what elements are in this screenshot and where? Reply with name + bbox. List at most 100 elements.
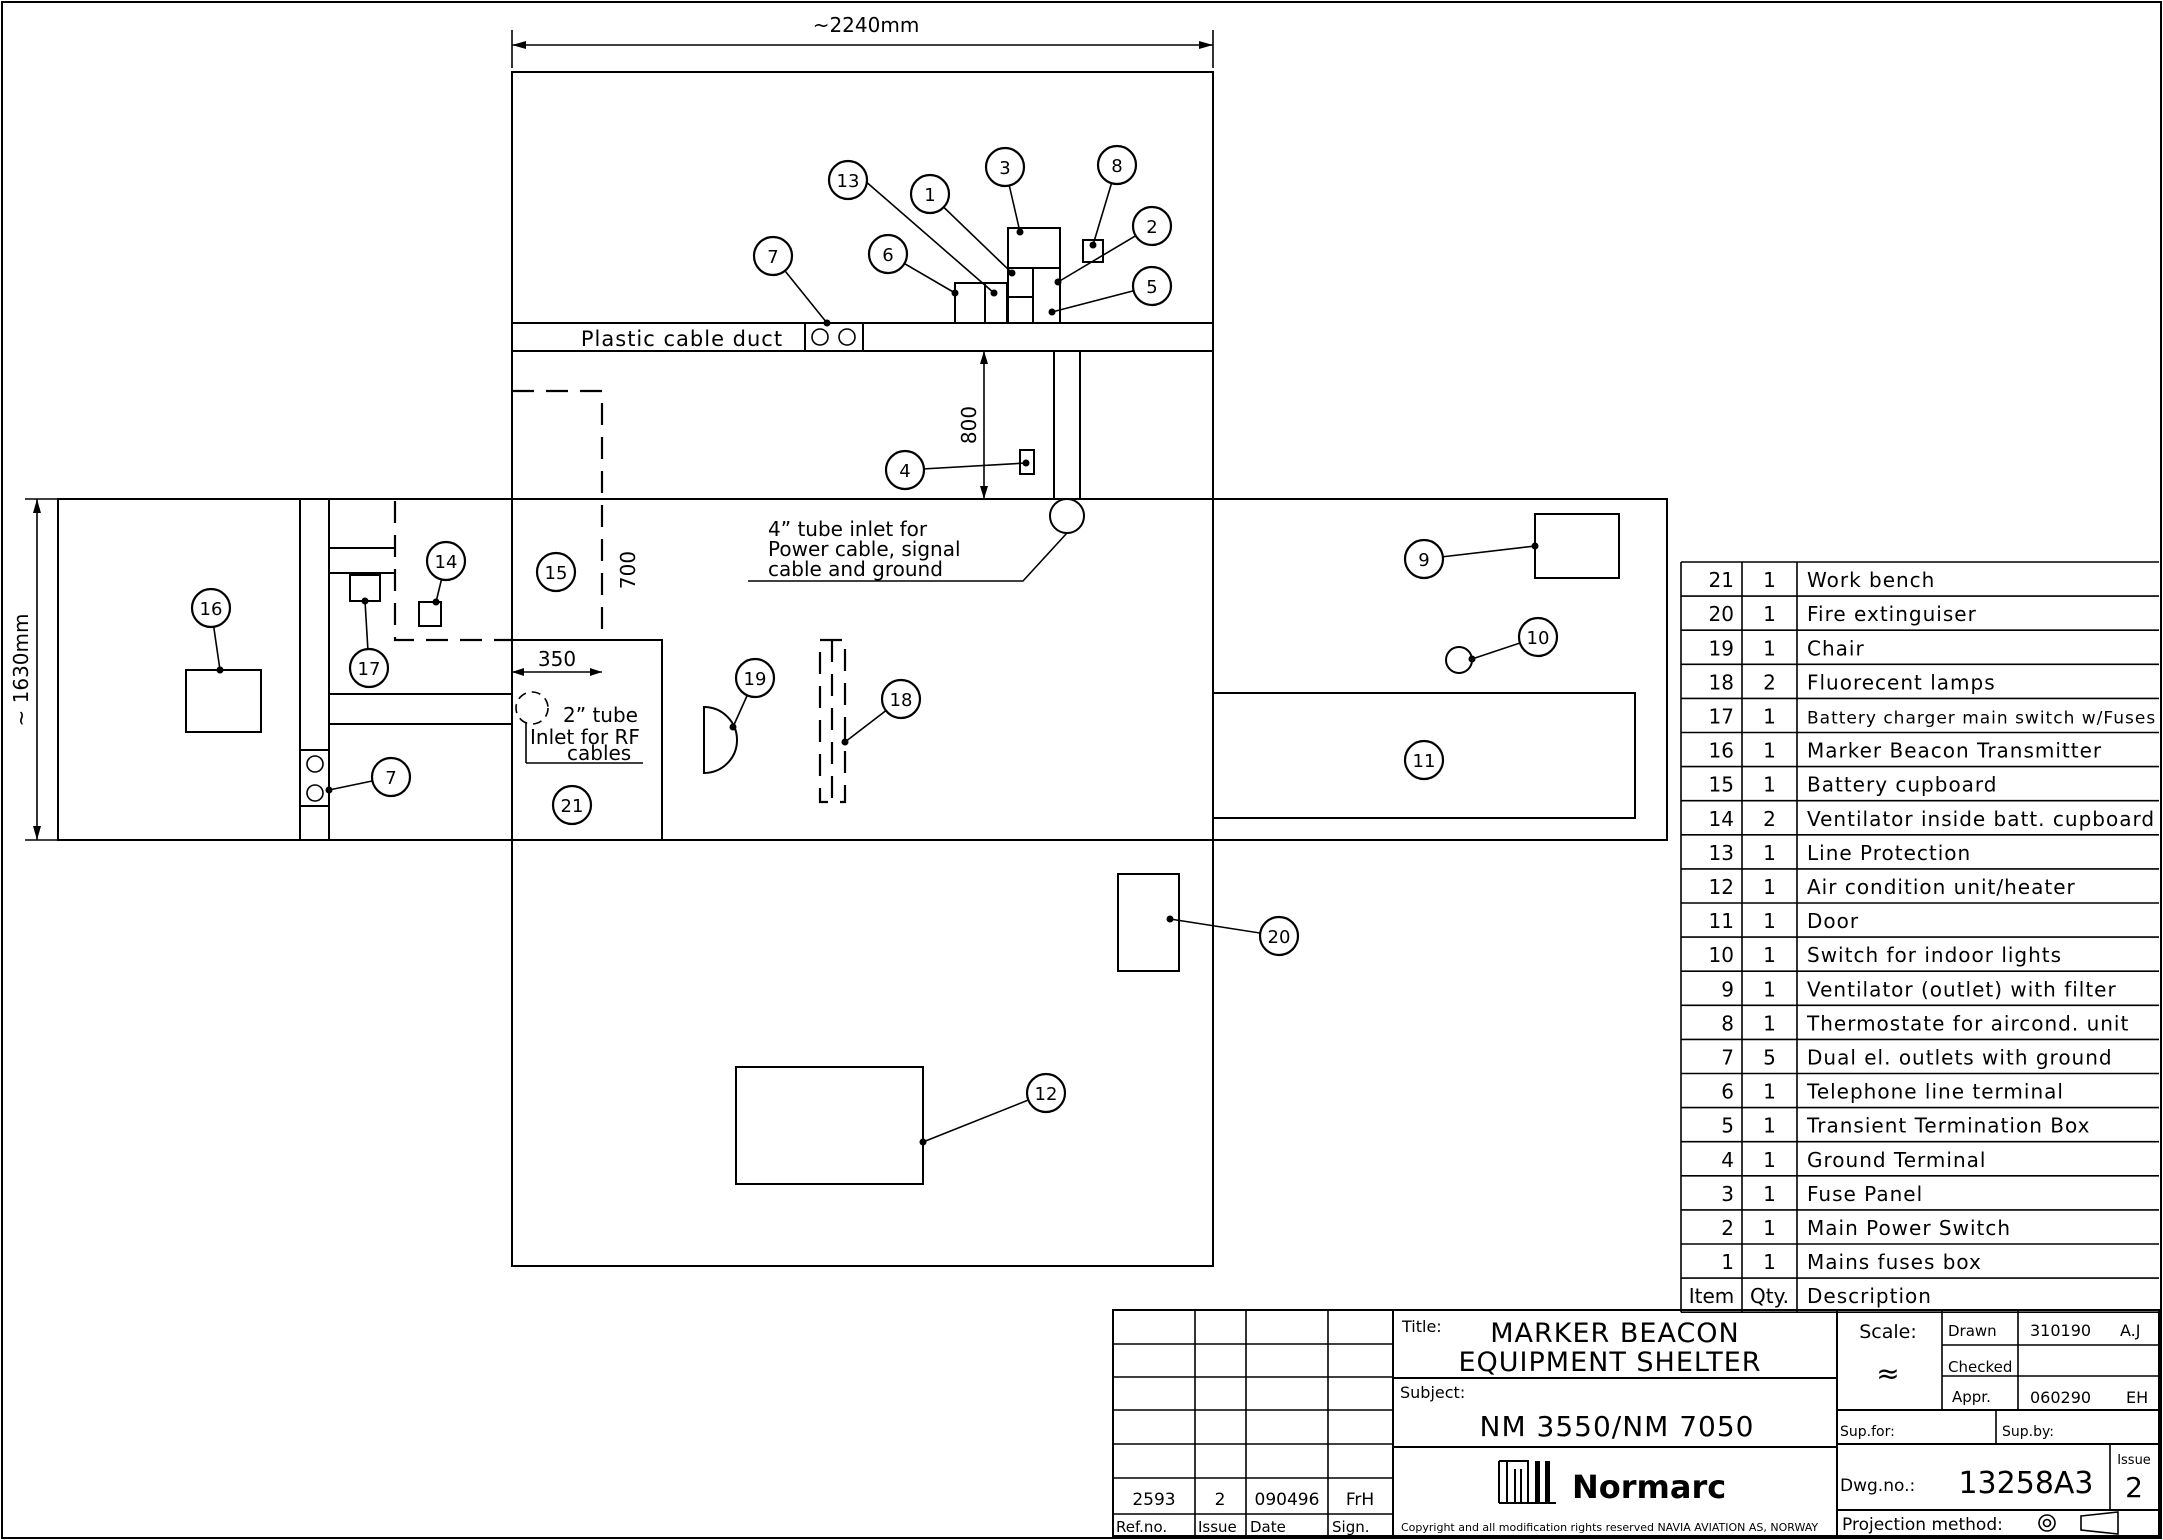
rev-issue-header: Issue xyxy=(1198,1518,1237,1536)
svg-text:4: 4 xyxy=(899,461,910,482)
parts-description: Battery charger main switch w/Fuses xyxy=(1807,709,2156,729)
callout-4: 4 xyxy=(884,449,1030,491)
dimension-350-label: 350 xyxy=(538,647,576,671)
shelter-outline xyxy=(57,71,1668,1267)
battery-charger-switch xyxy=(349,574,381,602)
parts-qty: 1 xyxy=(1763,841,1776,865)
rev-date-header: Date xyxy=(1250,1518,1286,1536)
power-tube-line3: cable and ground xyxy=(768,557,943,581)
rev-issue: 2 xyxy=(1215,1490,1226,1510)
parts-description: Fuse Panel xyxy=(1807,1182,1923,1206)
svg-text:21: 21 xyxy=(561,796,584,817)
parts-header-description: Description xyxy=(1807,1284,1932,1308)
parts-qty: 1 xyxy=(1763,1114,1776,1138)
parts-description: Line Protection xyxy=(1807,841,1971,865)
cable-duct-label: Plastic cable duct xyxy=(581,327,783,351)
title-line2: EQUIPMENT SHELTER xyxy=(1458,1347,1761,1378)
callout-6: 6 xyxy=(867,233,959,297)
ground-terminal xyxy=(1019,449,1035,475)
svg-text:7: 7 xyxy=(385,768,396,789)
rev-ref-header: Ref.no. xyxy=(1116,1518,1167,1536)
parts-qty: 1 xyxy=(1763,1011,1776,1035)
parts-description: Switch for indoor lights xyxy=(1807,943,2062,967)
tube-channel xyxy=(1049,351,1085,534)
parts-item-8: 8 xyxy=(1721,1011,1734,1035)
svg-text:20: 20 xyxy=(1268,927,1291,948)
fluorescent-lamps xyxy=(818,638,847,804)
parts-description: Fire extinguiser xyxy=(1807,602,1977,626)
callout-13: 13 xyxy=(827,159,998,297)
company-name: Normarc xyxy=(1572,1468,1726,1506)
work-bench xyxy=(512,639,663,840)
parts-qty: 1 xyxy=(1763,636,1776,660)
scale-label: Scale: xyxy=(1859,1321,1917,1343)
parts-qty: 1 xyxy=(1763,1080,1776,1104)
subject-label: Subject: xyxy=(1400,1383,1465,1402)
callout-5: 5 xyxy=(1048,265,1173,316)
callout-3: 3 xyxy=(984,146,1026,236)
parts-item-15: 15 xyxy=(1709,773,1734,797)
callout-14: 14 xyxy=(425,540,467,606)
checked-label: Checked xyxy=(1948,1358,2012,1376)
parts-description: Air condition unit/heater xyxy=(1807,875,2076,899)
parts-item-9: 9 xyxy=(1721,977,1734,1001)
parts-item-2: 2 xyxy=(1721,1216,1734,1240)
parts-description: Battery cupboard xyxy=(1807,773,1998,797)
rf-tube-inlet: 2” tube Inlet for RF cables xyxy=(515,691,643,765)
ventilator-outlet xyxy=(1534,513,1620,579)
parts-item-11: 11 xyxy=(1709,909,1734,933)
parts-item-19: 19 xyxy=(1709,636,1734,660)
svg-text:14: 14 xyxy=(435,552,458,573)
parts-qty: 2 xyxy=(1763,670,1776,694)
parts-item-16: 16 xyxy=(1709,739,1734,763)
callout-21: 21 xyxy=(551,784,593,826)
callout-7-left: 7 xyxy=(325,756,412,798)
svg-text:9: 9 xyxy=(1418,550,1429,571)
callout-8: 8 xyxy=(1089,144,1138,249)
parts-item-14: 14 xyxy=(1709,807,1734,831)
parts-item-18: 18 xyxy=(1709,670,1734,694)
parts-description: Dual el. outlets with ground xyxy=(1807,1046,2113,1070)
svg-text:7: 7 xyxy=(767,247,778,268)
parts-item-10: 10 xyxy=(1709,943,1734,967)
scale-value: ≈ xyxy=(1876,1357,1899,1390)
fire-extinguisher xyxy=(1117,873,1180,972)
battery-ventilator xyxy=(418,601,442,627)
parts-item-3: 3 xyxy=(1721,1182,1734,1206)
door xyxy=(1213,692,1636,819)
callout-11: 11 xyxy=(1403,739,1445,781)
title-label: Title: xyxy=(1401,1317,1442,1336)
appr-date: 060290 xyxy=(2030,1388,2091,1407)
parts-item-20: 20 xyxy=(1709,602,1734,626)
projection-symbol-icon xyxy=(2038,1511,2119,1535)
parts-item-17: 17 xyxy=(1709,705,1734,729)
parts-description: Chair xyxy=(1807,636,1865,660)
height-dimension: ~ 1630mm xyxy=(9,498,60,841)
supfor-label: Sup.for: xyxy=(1840,1424,1895,1440)
dwgno-label: Dwg.no.: xyxy=(1840,1476,1915,1496)
issue-label: Issue xyxy=(2117,1453,2151,1468)
power-tube-note: 4” tube inlet for Power cable, signal ca… xyxy=(748,517,1068,582)
callout-12: 12 xyxy=(919,1072,1067,1146)
parts-qty: 1 xyxy=(1763,943,1776,967)
parts-description: Work bench xyxy=(1807,568,1935,592)
dimension-800-label: 800 xyxy=(957,406,981,444)
parts-qty: 2 xyxy=(1763,807,1776,831)
parts-description: Door xyxy=(1807,909,1859,933)
svg-text:8: 8 xyxy=(1111,156,1122,177)
left-wing-equipment xyxy=(185,499,512,840)
dimension-350: 350 xyxy=(512,647,602,676)
parts-description: Ventilator (outlet) with filter xyxy=(1807,977,2117,1001)
title-block: 2593 2 090496 FrH Ref.no. Issue Date Sig… xyxy=(1112,1309,2160,1537)
parts-qty: 1 xyxy=(1763,1182,1776,1206)
parts-item-6: 6 xyxy=(1721,1080,1734,1104)
drawn-by: A.J xyxy=(2120,1321,2140,1340)
callout-15: 15 xyxy=(535,551,577,593)
parts-description: Thermostate for aircond. unit xyxy=(1806,1011,2129,1035)
appr-by: EH xyxy=(2126,1388,2148,1407)
air-condition-unit xyxy=(735,1066,924,1185)
callout-19: 19 xyxy=(729,657,776,731)
callout-1: 1 xyxy=(909,173,1016,277)
drawn-date: 310190 xyxy=(2030,1321,2091,1340)
